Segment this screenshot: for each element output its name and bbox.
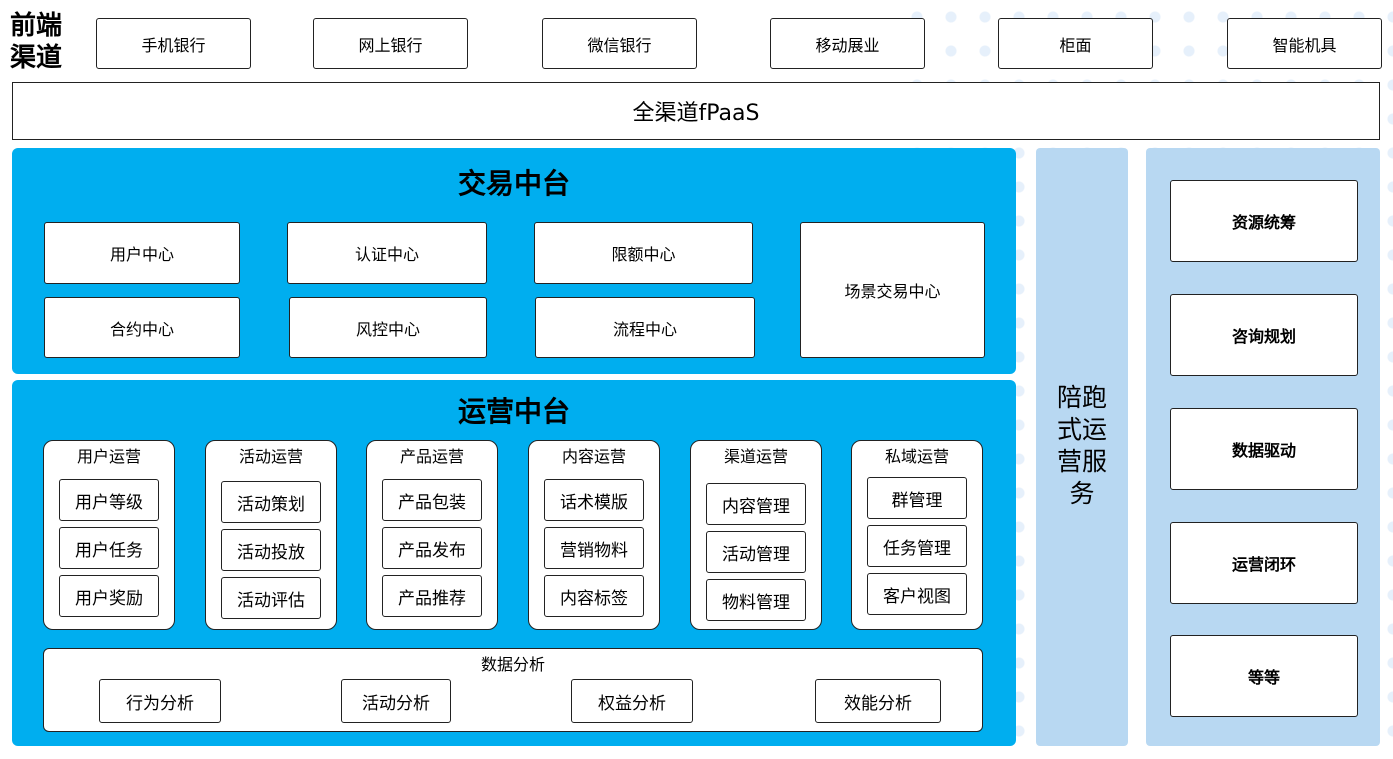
- ops-item[interactable]: 产品包装: [382, 479, 482, 521]
- trade-process-center[interactable]: 流程中心: [535, 297, 755, 358]
- trade-risk-center[interactable]: 风控中心: [289, 297, 487, 358]
- trade-limit-center[interactable]: 限额中心: [534, 222, 753, 284]
- ops-group-channel: 渠道运营 内容管理 活动管理 物料管理: [690, 440, 822, 630]
- ops-item[interactable]: 群管理: [867, 477, 967, 519]
- fpaas-bar[interactable]: 全渠道fPaaS: [12, 82, 1380, 140]
- ops-item[interactable]: 活动投放: [221, 529, 321, 571]
- channel-online-banking[interactable]: 网上银行: [313, 18, 468, 69]
- data-analysis-box: 数据分析 行为分析 活动分析 权益分析 效能分析: [43, 648, 983, 732]
- service-consulting[interactable]: 咨询规划: [1170, 294, 1358, 376]
- ops-item[interactable]: 任务管理: [867, 525, 967, 567]
- channel-counter[interactable]: 柜面: [998, 18, 1153, 69]
- data-analysis-title: 数据分析: [480, 655, 545, 674]
- service-resource[interactable]: 资源统筹: [1170, 180, 1358, 262]
- group-title: 内容运营: [561, 447, 626, 466]
- service-ops-loop[interactable]: 运营闭环: [1170, 522, 1358, 604]
- front-channel-label: 前端 渠道: [10, 11, 63, 73]
- ops-group-product: 产品运营 产品包装 产品发布 产品推荐: [366, 440, 498, 630]
- trade-scene-center[interactable]: 场景交易中心: [800, 222, 985, 358]
- ops-item[interactable]: 产品发布: [382, 527, 482, 569]
- channel-smart-machine[interactable]: 智能机具: [1227, 18, 1382, 69]
- analysis-efficiency[interactable]: 效能分析: [815, 679, 941, 723]
- analysis-equity[interactable]: 权益分析: [571, 679, 693, 723]
- ops-item[interactable]: 活动策划: [221, 481, 321, 523]
- channel-wechat-banking[interactable]: 微信银行: [542, 18, 697, 69]
- group-title: 用户运营: [76, 447, 141, 466]
- channel-mobile-banking[interactable]: 手机银行: [96, 18, 251, 69]
- ops-item[interactable]: 用户任务: [59, 527, 159, 569]
- ops-group-activity: 活动运营 活动策划 活动投放 活动评估: [205, 440, 337, 630]
- ops-item[interactable]: 营销物料: [544, 527, 644, 569]
- ops-item[interactable]: 活动评估: [221, 577, 321, 619]
- trade-contract-center[interactable]: 合约中心: [44, 297, 240, 358]
- ops-item[interactable]: 用户奖励: [59, 575, 159, 617]
- trade-platform-title: 交易中台: [457, 167, 570, 200]
- ops-group-content: 内容运营 话术模版 营销物料 内容标签: [528, 440, 660, 630]
- analysis-behavior[interactable]: 行为分析: [99, 679, 221, 723]
- service-column: [1036, 148, 1128, 746]
- ops-item[interactable]: 活动管理: [706, 531, 806, 573]
- group-title: 渠道运营: [723, 447, 788, 466]
- analysis-activity[interactable]: 活动分析: [341, 679, 451, 723]
- ops-item[interactable]: 物料管理: [706, 579, 806, 621]
- ops-group-user: 用户运营 用户等级 用户任务 用户奖励: [43, 440, 175, 630]
- ops-item[interactable]: 内容标签: [544, 575, 644, 617]
- ops-item[interactable]: 产品推荐: [382, 575, 482, 617]
- ops-group-private: 私域运营 群管理 任务管理 客户视图: [851, 440, 983, 630]
- ops-item[interactable]: 内容管理: [706, 483, 806, 525]
- group-title: 私域运营: [884, 447, 949, 466]
- channel-mobile-field[interactable]: 移动展业: [770, 18, 925, 69]
- trade-auth-center[interactable]: 认证中心: [287, 222, 487, 284]
- service-column-label: 陪跑 式运 营服 务: [1056, 383, 1107, 508]
- group-title: 产品运营: [399, 447, 464, 466]
- ops-item[interactable]: 用户等级: [59, 479, 159, 521]
- ops-item[interactable]: 话术模版: [544, 479, 644, 521]
- group-title: 活动运营: [238, 447, 303, 466]
- trade-user-center[interactable]: 用户中心: [44, 222, 240, 284]
- ops-platform-title: 运营中台: [457, 395, 570, 428]
- service-etc[interactable]: 等等: [1170, 635, 1358, 717]
- ops-item[interactable]: 客户视图: [867, 573, 967, 615]
- service-data-driven[interactable]: 数据驱动: [1170, 408, 1358, 490]
